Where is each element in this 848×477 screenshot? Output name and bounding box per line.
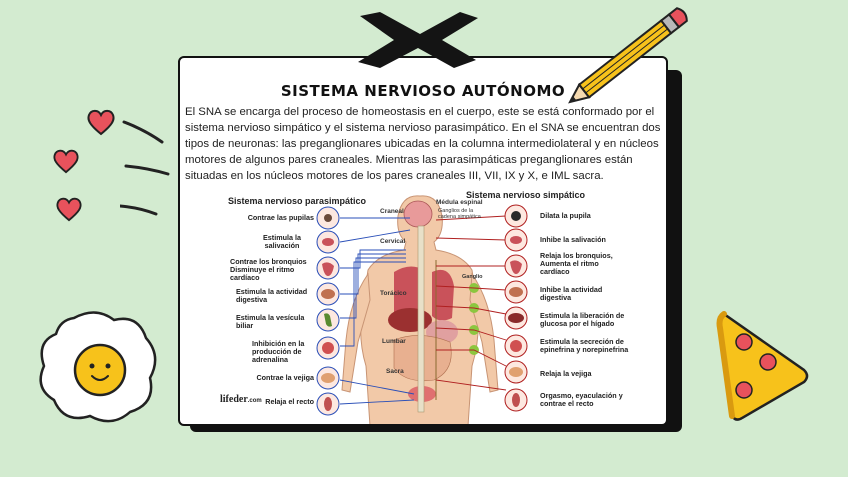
symp-effect-label: Inhibe la salivación [540, 235, 606, 244]
para-effect-label: Estimula la salivación [263, 233, 301, 250]
spinal-cord-label: Médula espinal [436, 199, 483, 206]
region-label: Craneal [380, 208, 404, 215]
pizza-icon [716, 311, 809, 421]
nervous-system-diagram: Sistema nervioso parasimpático Sistema n… [210, 190, 640, 424]
para-effect-label: Contrae las pupilas [247, 213, 314, 222]
symp-effect-label: Relaja los bronquios, Aumenta el ritmo c… [540, 251, 613, 276]
symp-effect-label: Orgasmo, eyaculación y contrae el recto [540, 391, 623, 408]
region-label: Lumbar [382, 338, 406, 345]
page-title: SISTEMA NERVIOSO AUTÓNOMO [280, 82, 566, 100]
para-effect-label: Contrae la vejiga [256, 373, 314, 382]
symp-effect-label: Estimula la liberación de glucosa por el… [540, 311, 625, 328]
para-effect-label: Contrae los bronquios Disminuye el ritmo… [230, 257, 307, 282]
para-effect-label: Relaja el recto [265, 397, 314, 406]
parasympathetic-title: Sistema nervioso parasimpático [228, 196, 367, 206]
para-effect-label: Estimula la vesícula biliar [236, 313, 305, 330]
sympathetic-title: Sistema nervioso simpático [466, 190, 586, 200]
x-tape-icon [358, 12, 478, 68]
symp-effect-label: Estimula la secreción de epinefrina y no… [540, 337, 629, 354]
region-label: Cervical [380, 238, 406, 245]
heart-icon [56, 197, 82, 222]
heart-icon [87, 109, 115, 136]
symp-effect-label: Relaja la vejiga [540, 369, 592, 378]
region-label: Sacra [386, 368, 404, 375]
info-card: SISTEMA NERVIOSO AUTÓNOMO El SNA se enca… [178, 56, 668, 426]
fried-egg-icon [39, 311, 157, 423]
para-effect-label: Inhibición en la producción de adrenalin… [252, 339, 305, 364]
sympathetic-chain-label: Ganglios de la cadena simpática [438, 208, 481, 220]
lifeder-logo: lifeder.com [220, 394, 262, 405]
symp-effect-label: Dilata la pupila [540, 211, 591, 220]
para-effect-label: Estimula la actividad digestiva [236, 287, 308, 304]
logo-text: lifeder [220, 394, 248, 405]
pencil-icon [568, 7, 688, 104]
description-paragraph: El SNA se encarga del proceso de homeost… [185, 106, 661, 182]
heart-icon [53, 149, 79, 174]
logo-suffix: .com [247, 398, 262, 404]
symp-effect-label: Inhibe la actividad digestiva [540, 285, 603, 302]
ganglion-label: Ganglio [462, 274, 483, 280]
region-label: Torácico [380, 290, 407, 297]
motion-lines [120, 120, 170, 216]
body-illustration [316, 195, 528, 424]
